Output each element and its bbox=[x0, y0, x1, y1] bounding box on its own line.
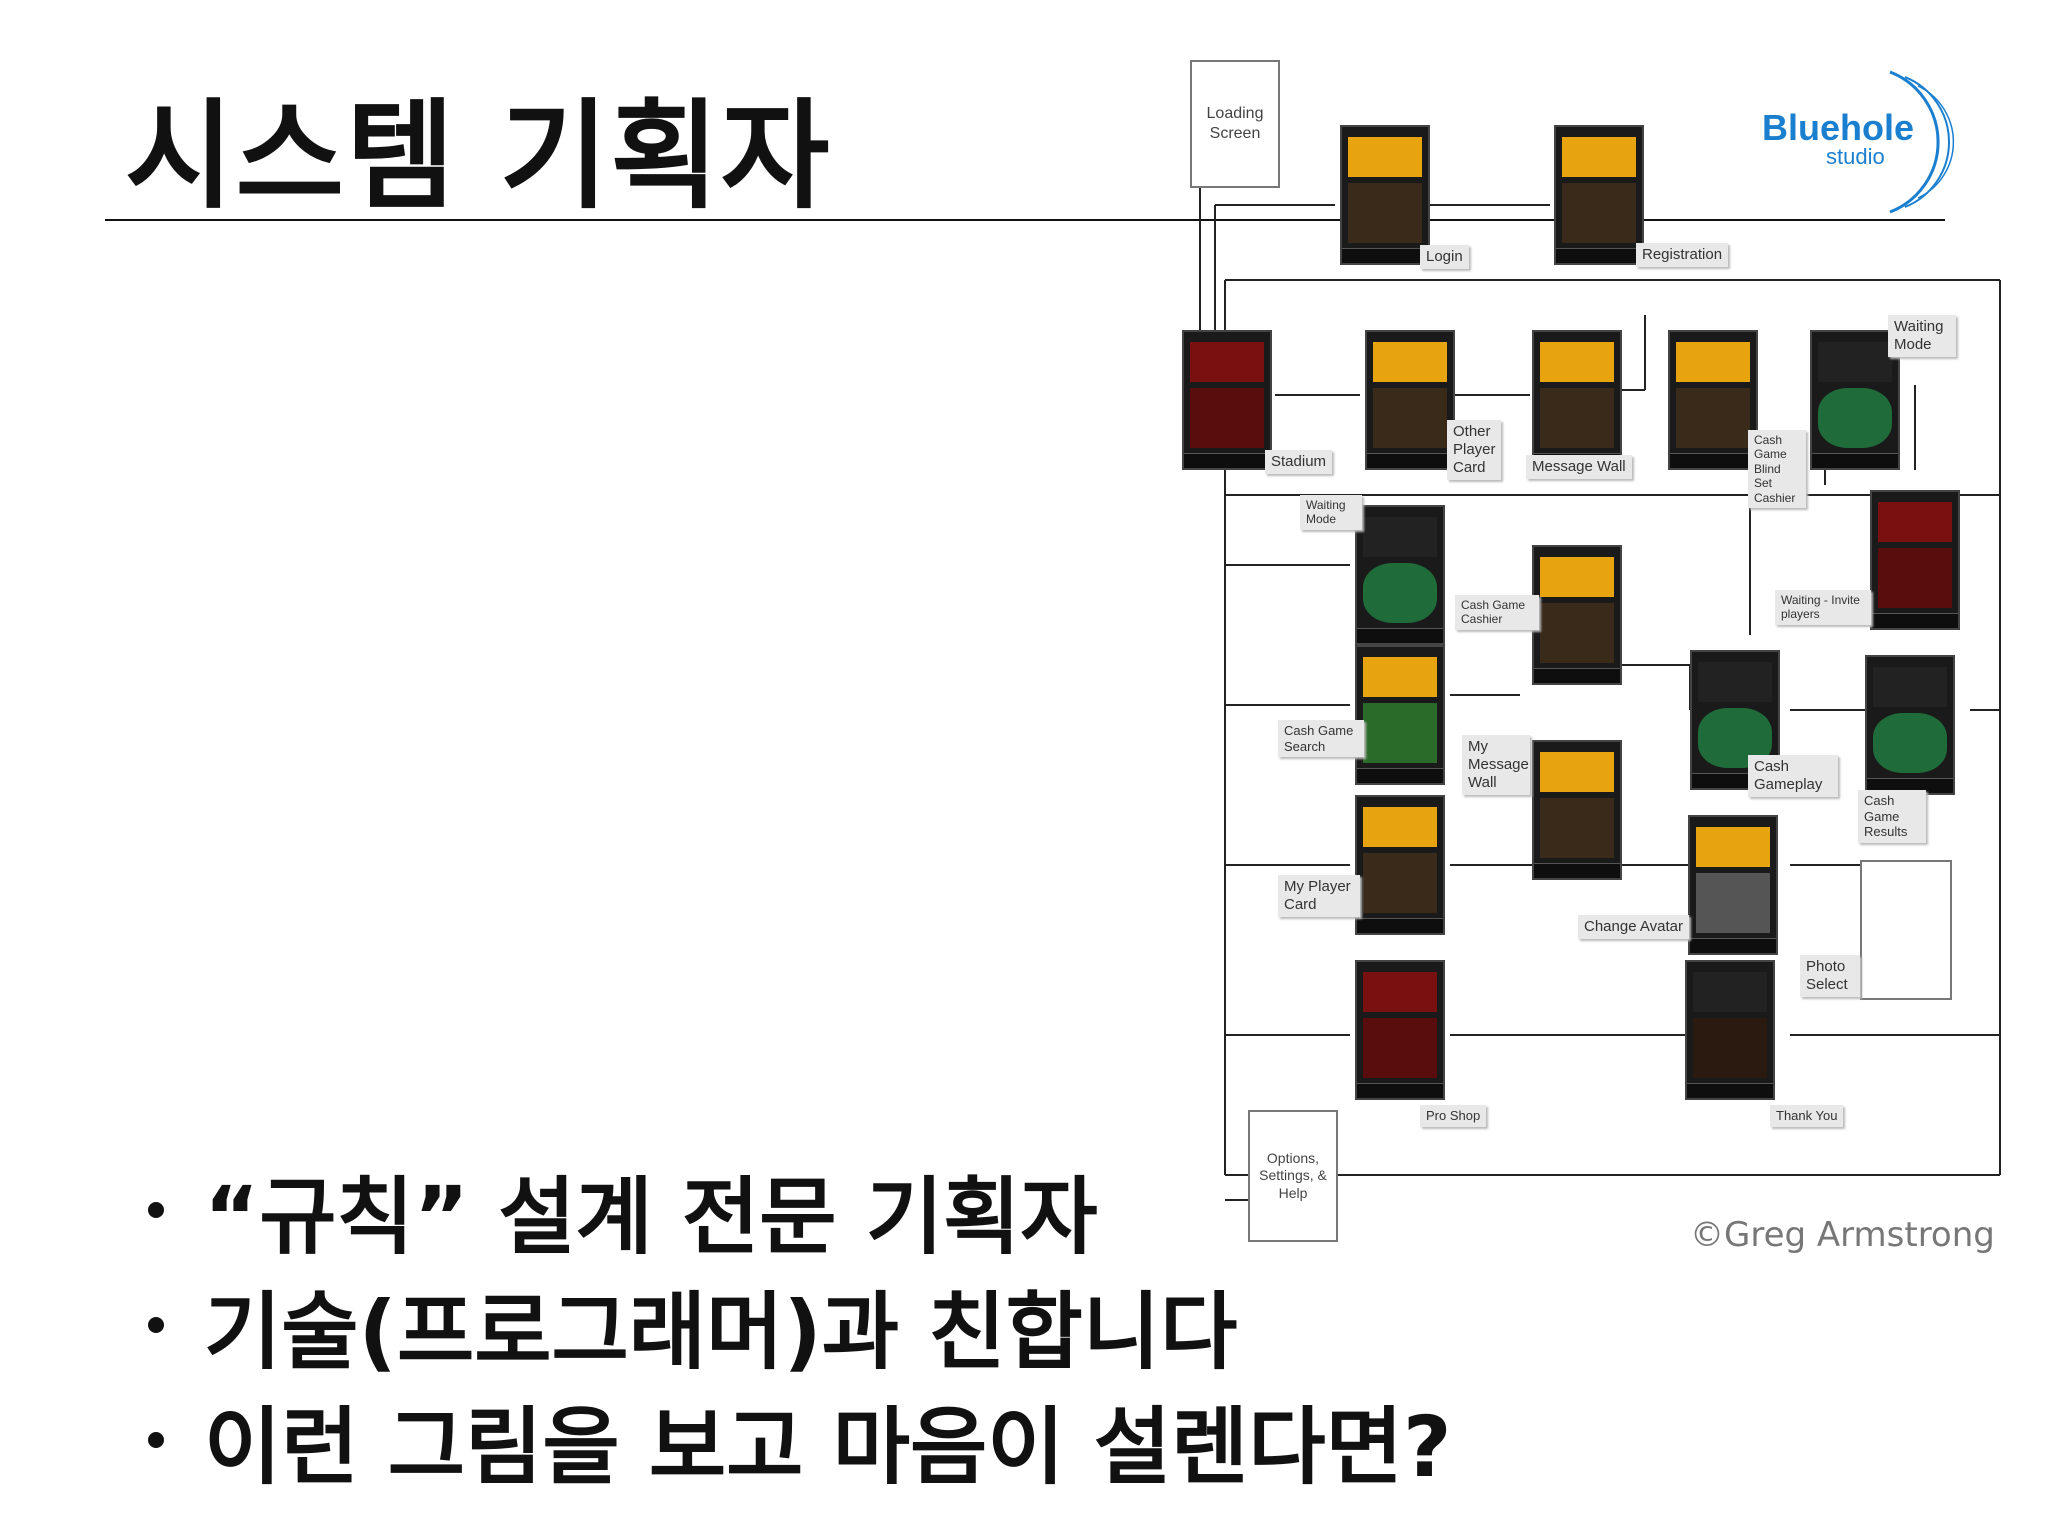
loading-screen-box: Loading Screen bbox=[1190, 60, 1280, 188]
label-blind-set-cashier: Cash Game Blind Set Cashier bbox=[1748, 430, 1806, 508]
bullet-text: 이런 그림을 보고 마음이 설렌다면? bbox=[204, 1398, 1452, 1496]
registration-screen-thumb bbox=[1554, 125, 1644, 265]
my-message-wall-thumb bbox=[1532, 740, 1622, 880]
label-my-player-card: My Player Card bbox=[1278, 875, 1360, 917]
label-cash-game-cashier: Cash Game Cashier bbox=[1455, 595, 1539, 630]
options-settings-help-box: Options, Settings, & Help bbox=[1248, 1110, 1338, 1242]
bullet-text: “규칙” 설계 전문 기획자 bbox=[204, 1168, 1098, 1266]
logo-text-studio: studio bbox=[1826, 144, 1885, 169]
slide-title: 시스템 기획자 bbox=[125, 87, 832, 225]
message-wall-thumb bbox=[1532, 330, 1622, 470]
label-waiting-mode-mid: Waiting Mode bbox=[1300, 495, 1362, 530]
bullet-dot-icon bbox=[148, 1202, 164, 1218]
pro-shop-thumb bbox=[1355, 960, 1445, 1100]
other-player-card-thumb bbox=[1365, 330, 1455, 470]
label-pro-shop: Pro Shop bbox=[1420, 1105, 1487, 1127]
waiting-mode-mid-thumb bbox=[1355, 505, 1445, 645]
cash-game-search-thumb bbox=[1355, 645, 1445, 785]
bluehole-logo: Bluehole studio bbox=[1740, 62, 1980, 222]
label-thank-you: Thank You bbox=[1770, 1105, 1844, 1127]
login-screen-thumb bbox=[1340, 125, 1430, 265]
label-cash-game-search: Cash Game Search bbox=[1278, 720, 1364, 758]
bullet-dot-icon bbox=[148, 1317, 164, 1333]
label-cash-gameplay: Cash Gameplay bbox=[1748, 755, 1838, 797]
label-my-message-wall: My Message Wall bbox=[1462, 735, 1530, 795]
stadium-screen-thumb bbox=[1182, 330, 1272, 470]
label-photo-select: Photo Select bbox=[1800, 955, 1860, 997]
change-avatar-thumb bbox=[1688, 815, 1778, 955]
thank-you-thumb bbox=[1685, 960, 1775, 1100]
flowchart-diagram: Loading Screen Options, Settings, & Help… bbox=[1170, 55, 2010, 1245]
bullet-dot-icon bbox=[148, 1432, 164, 1448]
label-stadium: Stadium bbox=[1265, 450, 1333, 474]
title-divider bbox=[105, 219, 1945, 221]
label-message-wall: Message Wall bbox=[1526, 455, 1632, 479]
logo-text-bluehole: Bluehole bbox=[1762, 107, 1915, 148]
cash-game-cashier-thumb bbox=[1532, 545, 1622, 685]
my-player-card-thumb bbox=[1355, 795, 1445, 935]
label-registration: Registration bbox=[1636, 243, 1729, 267]
label-waiting-mode-top: Waiting Mode bbox=[1888, 315, 1956, 357]
cash-game-results-thumb bbox=[1865, 655, 1955, 795]
label-change-avatar: Change Avatar bbox=[1578, 915, 1689, 939]
label-waiting-invite: Waiting - Invite players bbox=[1775, 590, 1871, 625]
logo-arc-icon bbox=[1889, 70, 1955, 214]
waiting-mode-thumb bbox=[1810, 330, 1900, 470]
invite-players-thumb bbox=[1870, 490, 1960, 630]
photo-select-thumb bbox=[1860, 860, 1952, 1000]
image-credit: ©Greg Armstrong bbox=[1690, 1215, 1995, 1255]
cashier-thumb bbox=[1668, 330, 1758, 470]
label-other-player-card: Other Player Card bbox=[1447, 420, 1501, 480]
label-cash-game-results: Cash Game Results bbox=[1858, 790, 1926, 843]
label-login: Login bbox=[1420, 245, 1469, 269]
bullet-text: 기술(프로그래머)과 친합니다 bbox=[204, 1283, 1238, 1381]
